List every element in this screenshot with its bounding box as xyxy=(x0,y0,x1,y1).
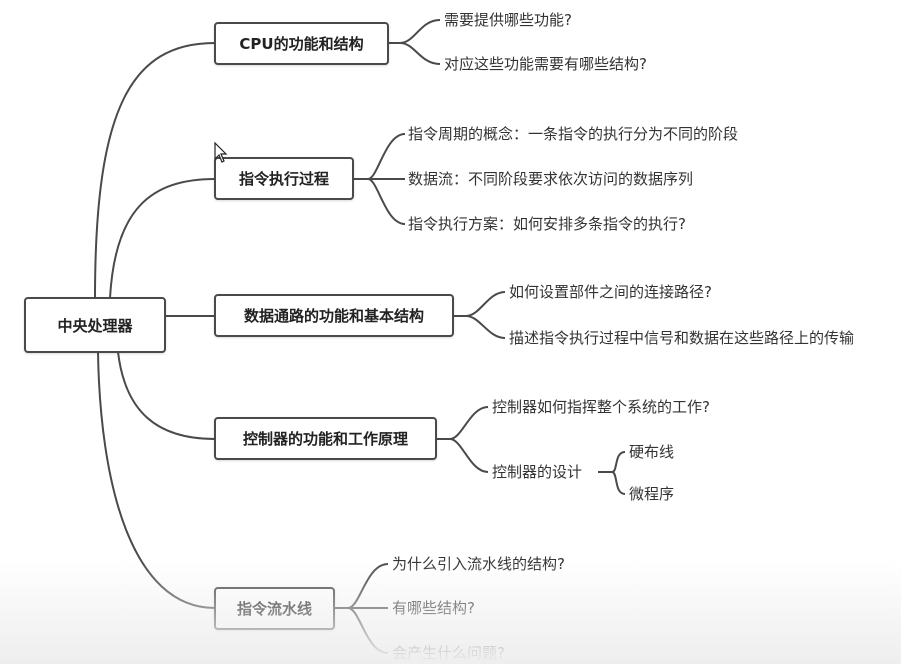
branch-node-cpu-function[interactable]: CPU的功能和结构 xyxy=(214,22,389,65)
branch-node-instruction-execution[interactable]: 指令执行过程 xyxy=(214,157,354,200)
leaf-hardwired: 硬布线 xyxy=(629,443,675,461)
leaf-microprogram: 微程序 xyxy=(629,485,675,503)
leaf-signal-transfer: 描述指令执行过程中信号和数据在这些路径上的传输 xyxy=(509,329,855,347)
leaf-pipeline-structures: 有哪些结构? xyxy=(392,599,475,617)
branch-node-datapath[interactable]: 数据通路的功能和基本结构 xyxy=(214,294,454,337)
leaf-controller-command: 控制器如何指挥整个系统的工作? xyxy=(492,398,710,416)
root-node[interactable]: 中央处理器 xyxy=(24,297,166,353)
branch-node-pipeline[interactable]: 指令流水线 xyxy=(214,587,335,630)
leaf-pipeline-problems: 会产生什么问题? xyxy=(392,644,505,662)
leaf-data-flow: 数据流：不同阶段要求依次访问的数据序列 xyxy=(408,170,694,188)
leaf-cpu-structures: 对应这些功能需要有哪些结构? xyxy=(444,55,647,73)
leaf-execution-scheme: 指令执行方案：如何安排多条指令的执行? xyxy=(408,215,686,233)
leaf-controller-design: 控制器的设计 xyxy=(492,463,583,481)
leaf-cpu-functions: 需要提供哪些功能? xyxy=(444,11,572,29)
leaf-instruction-cycle: 指令周期的概念：一条指令的执行分为不同的阶段 xyxy=(408,125,739,143)
mouse-cursor-icon xyxy=(214,142,228,163)
leaf-connection-paths: 如何设置部件之间的连接路径? xyxy=(509,283,712,301)
branch-node-controller[interactable]: 控制器的功能和工作原理 xyxy=(214,417,437,460)
leaf-why-pipeline: 为什么引入流水线的结构? xyxy=(392,555,565,573)
